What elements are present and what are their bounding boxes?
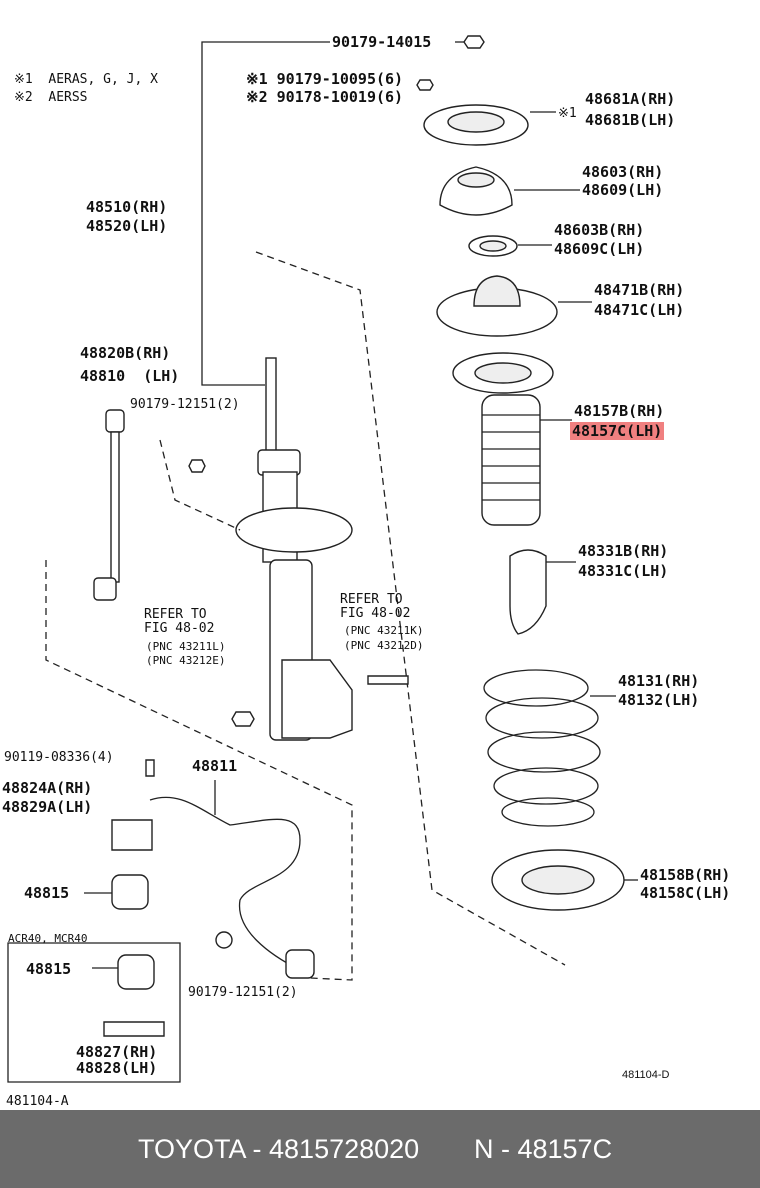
nut-icon-3 [188, 459, 206, 473]
figure-id-a: 481104-A [6, 1094, 69, 1109]
footer-pnc: N - 48157C [474, 1134, 613, 1164]
label-boot-rh[interactable]: 48157B(RH) [574, 402, 665, 420]
refer-left-3: (PNC 43211L) [146, 640, 226, 653]
bushing-shape [111, 874, 149, 910]
label-seat-lh[interactable]: 48471C(LH) [594, 301, 685, 319]
coil-spring-shape [483, 669, 601, 827]
nut-icon [463, 35, 485, 49]
label-link-lh[interactable]: 48810 (LH) [80, 367, 180, 385]
inset-bushing-shape [117, 954, 155, 990]
footer-brand-part-number: TOYOTA - 4815728020 [138, 1134, 420, 1164]
leader-strut [201, 41, 330, 386]
refer-right-4: (PNC 43212D) [344, 639, 424, 652]
label-bolt[interactable]: 90119-08336(4) [4, 750, 114, 765]
label-insul-rh[interactable]: 48681A(RH) [585, 90, 676, 108]
label-bushing-inset[interactable]: 48815 [26, 960, 72, 978]
label-insul-lh[interactable]: 48681B(LH) [585, 111, 676, 129]
bump-stopper-shape [509, 549, 547, 635]
refer-right-2[interactable]: FIG 48-02 [340, 606, 411, 621]
label-lower-insul-rh[interactable]: 48158B(RH) [640, 866, 731, 884]
note-1: ※1 AERAS, G, J, X [14, 72, 158, 87]
label-inset-bracket-lh[interactable]: 48828(LH) [76, 1059, 158, 1077]
refer-left-1: REFER TO [144, 607, 207, 622]
bolt-icon-2 [145, 759, 155, 777]
nut-icon-5 [215, 931, 233, 949]
part-footer-bar: TOYOTA - 4815728020 N - 48157C [0, 1110, 760, 1188]
strut-shape [235, 357, 353, 741]
parts-diagram: ※1 AERAS, G, J, X ※2 AERSS 90179-14015 ※… [2, 33, 731, 1109]
mark-1: ※1 [558, 106, 577, 121]
label-bearing-rh[interactable]: 48603B(RH) [554, 221, 645, 239]
inset-bracket-shape [103, 1021, 165, 1037]
diagram-drawing [7, 35, 638, 1083]
note-2: ※2 AERSS [14, 90, 88, 105]
label-bump-rh[interactable]: 48331B(RH) [578, 542, 669, 560]
refer-left-4: (PNC 43212E) [146, 654, 226, 667]
label-spring-lh[interactable]: 48132(LH) [618, 691, 700, 709]
label-strut-rh[interactable]: 48510(RH) [86, 198, 168, 216]
label-stab-nut[interactable]: 90179-12151(2) [188, 985, 298, 1000]
label-acr-note: ACR40, MCR40 [8, 932, 88, 945]
label-support-rh[interactable]: 48603(RH) [582, 163, 664, 181]
label-bracket-rh[interactable]: 48824A(RH) [2, 779, 93, 797]
label-link-rh[interactable]: 48820B(RH) [80, 344, 171, 362]
label-bump-lh[interactable]: 48331C(LH) [578, 562, 669, 580]
inset-box [7, 942, 181, 1083]
label-stab-bar[interactable]: 48811 [192, 757, 238, 775]
label-strut-lh[interactable]: 48520(LH) [86, 217, 168, 235]
label-link-nut[interactable]: 90179-12151(2) [130, 397, 240, 412]
label-seat-rh[interactable]: 48471B(RH) [594, 281, 685, 299]
refer-right-1: REFER TO [340, 592, 403, 607]
bolt-icon [367, 675, 409, 685]
label-bracket-lh[interactable]: 48829A(LH) [2, 798, 93, 816]
label-inset-bracket-rh[interactable]: 48827(RH) [76, 1043, 158, 1061]
label-spring-rh[interactable]: 48131(RH) [618, 672, 700, 690]
refer-left-2[interactable]: FIG 48-02 [144, 621, 215, 636]
label-bearing-lh[interactable]: 48609C(LH) [554, 240, 645, 258]
refer-right-3: (PNC 43211K) [344, 624, 424, 637]
label-nut-top[interactable]: 90179-14015 [332, 33, 432, 51]
label-boot-lh-highlighted[interactable]: 48157C(LH) [570, 422, 665, 440]
bracket-shape [111, 819, 153, 851]
label-lower-insul-lh[interactable]: 48158C(LH) [640, 884, 731, 902]
boot-shape [481, 394, 541, 526]
nut-icon-4 [231, 711, 255, 727]
stabilizer-link-shape [93, 409, 125, 601]
nut-icon-2 [416, 79, 434, 91]
label-support-lh[interactable]: 48609(LH) [582, 181, 664, 199]
label-nut-1[interactable]: ※1 90179-10095(6) [246, 70, 404, 88]
label-nut-2[interactable]: ※2 90178-10019(6) [246, 88, 404, 106]
figure-id-d: 481104-D [622, 1069, 670, 1081]
label-bushing[interactable]: 48815 [24, 884, 70, 902]
stabilizer-bar-shape [149, 796, 301, 971]
